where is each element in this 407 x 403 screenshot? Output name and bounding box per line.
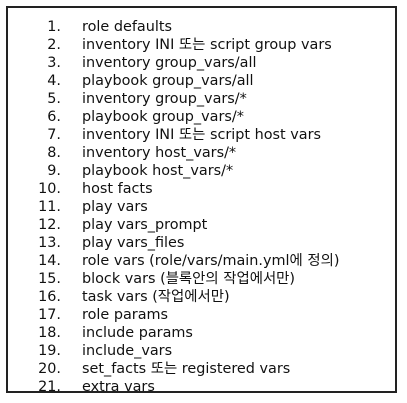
item-text: include params bbox=[82, 325, 193, 341]
item-text: play vars_prompt bbox=[82, 217, 208, 233]
list-item: 21extra vars bbox=[32, 378, 339, 396]
item-text: set_facts 또는 registered vars bbox=[82, 361, 291, 377]
list-item: 11play vars bbox=[32, 198, 339, 216]
list-item: 1role defaults bbox=[32, 18, 339, 36]
item-text: role params bbox=[82, 307, 169, 323]
item-number: 3 bbox=[32, 54, 82, 72]
item-text: extra vars bbox=[82, 379, 155, 395]
item-number: 16 bbox=[32, 288, 82, 306]
item-number: 15 bbox=[32, 270, 82, 288]
item-text: inventory INI 또는 script group vars bbox=[82, 37, 332, 53]
item-number: 18 bbox=[32, 324, 82, 342]
item-number: 20 bbox=[32, 360, 82, 378]
list-item: 17role params bbox=[32, 306, 339, 324]
list-item: 5inventory group_vars/* bbox=[32, 90, 339, 108]
item-number: 9 bbox=[32, 162, 82, 180]
item-text: play vars_files bbox=[82, 235, 185, 251]
item-text: inventory INI 또는 script host vars bbox=[82, 127, 322, 143]
item-text: inventory host_vars/* bbox=[82, 145, 237, 161]
item-text: block vars (블록안의 작업에서만) bbox=[82, 271, 296, 287]
list-item: 2inventory INI 또는 script group vars bbox=[32, 36, 339, 54]
item-number: 2 bbox=[32, 36, 82, 54]
list-item: 15block vars (블록안의 작업에서만) bbox=[32, 270, 339, 288]
list-item: 16task vars (작업에서만) bbox=[32, 288, 339, 306]
item-number: 11 bbox=[32, 198, 82, 216]
item-text: inventory group_vars/* bbox=[82, 91, 247, 107]
content-frame: 1role defaults 2inventory INI 또는 script … bbox=[6, 6, 397, 396]
list-item: 7inventory INI 또는 script host vars bbox=[32, 126, 339, 144]
item-number: 12 bbox=[32, 216, 82, 234]
item-number: 8 bbox=[32, 144, 82, 162]
item-number: 17 bbox=[32, 306, 82, 324]
list-item: 9playbook host_vars/* bbox=[32, 162, 339, 180]
item-text: task vars (작업에서만) bbox=[82, 289, 230, 305]
item-number: 14 bbox=[32, 252, 82, 270]
list-item: 18include params bbox=[32, 324, 339, 342]
list-item: 6playbook group_vars/* bbox=[32, 108, 339, 126]
item-text: role defaults bbox=[82, 19, 172, 35]
item-text: inventory group_vars/all bbox=[82, 55, 257, 71]
list-item: 3inventory group_vars/all bbox=[32, 54, 339, 72]
list-item: 20set_facts 또는 registered vars bbox=[32, 360, 339, 378]
item-number: 7 bbox=[32, 126, 82, 144]
item-number: 1 bbox=[32, 18, 82, 36]
item-number: 21 bbox=[32, 378, 82, 396]
list-item: 4playbook group_vars/all bbox=[32, 72, 339, 90]
item-text: role vars (role/vars/main.yml에 정의) bbox=[82, 253, 340, 269]
list-item: 12play vars_prompt bbox=[32, 216, 339, 234]
variable-precedence-list: 1role defaults 2inventory INI 또는 script … bbox=[32, 18, 339, 396]
list-item: 13play vars_files bbox=[32, 234, 339, 252]
list-item: 10host facts bbox=[32, 180, 339, 198]
item-number: 19 bbox=[32, 342, 82, 360]
item-text: playbook group_vars/all bbox=[82, 73, 254, 89]
list-item: 14role vars (role/vars/main.yml에 정의) bbox=[32, 252, 339, 270]
item-text: play vars bbox=[82, 199, 148, 215]
item-text: host facts bbox=[82, 181, 153, 197]
item-number: 5 bbox=[32, 90, 82, 108]
item-number: 4 bbox=[32, 72, 82, 90]
item-text: playbook host_vars/* bbox=[82, 163, 234, 179]
item-number: 10 bbox=[32, 180, 82, 198]
item-text: include_vars bbox=[82, 343, 173, 359]
item-number: 6 bbox=[32, 108, 82, 126]
list-item: 19include_vars bbox=[32, 342, 339, 360]
item-number: 13 bbox=[32, 234, 82, 252]
list-item: 8inventory host_vars/* bbox=[32, 144, 339, 162]
item-text: playbook group_vars/* bbox=[82, 109, 244, 125]
